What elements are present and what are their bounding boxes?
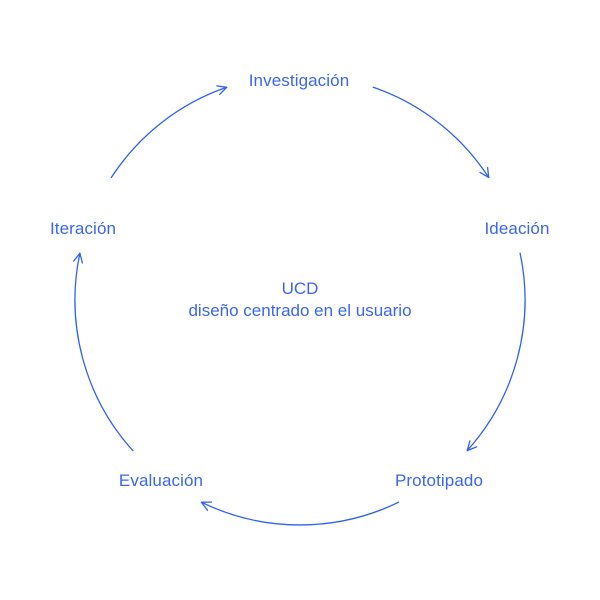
center-subtitle: diseño centrado en el usuario bbox=[188, 301, 412, 320]
arrow-prototipado-to-evaluacion bbox=[200, 501, 400, 526]
arrow-evaluacion-to-iteracion bbox=[74, 252, 134, 452]
stage-ideacion: Ideación bbox=[484, 219, 550, 238]
arrowhead-icon bbox=[200, 501, 213, 511]
stage-evaluacion: Evaluación bbox=[118, 471, 204, 490]
stage-prototipado: Prototipado bbox=[394, 471, 484, 490]
arrowhead-icon bbox=[216, 85, 228, 96]
arrowhead-icon bbox=[72, 252, 84, 264]
stage-iteracion: Iteración bbox=[49, 219, 117, 238]
arrow-investigacion-to-ideacion bbox=[372, 86, 490, 179]
arrow-ideacion-to-prototipado bbox=[466, 252, 526, 452]
stage-investigacion: Investigación bbox=[248, 71, 350, 90]
center-label: UCD diseño centrado en el usuario bbox=[188, 278, 411, 322]
arrowhead-icon bbox=[466, 440, 478, 452]
arrow-iteracion-to-investigacion bbox=[110, 86, 228, 179]
center-title: UCD bbox=[281, 279, 319, 298]
arrowhead-icon bbox=[479, 166, 490, 179]
